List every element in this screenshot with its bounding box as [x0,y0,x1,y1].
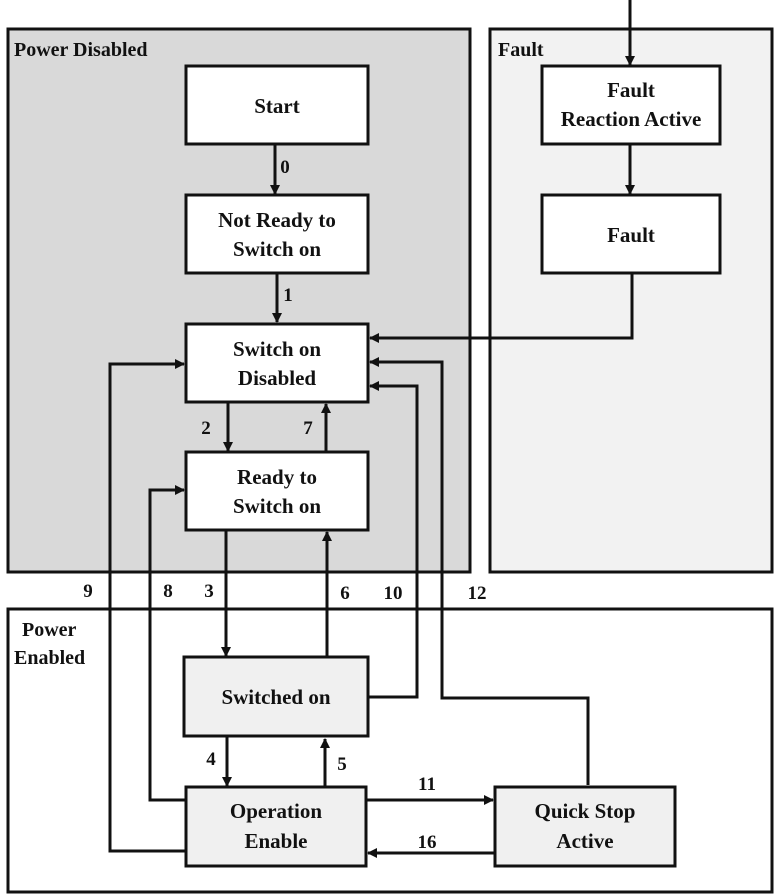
edge-8 [148,485,186,802]
state-operation-enable: Operation Enable [184,785,368,868]
state-quick-stop-active: Quick Stop Active [493,785,677,868]
transition-label-16: 16 [418,832,437,853]
state-start: Start [184,64,370,146]
state-ready-label-line1: Ready to [237,465,317,489]
state-fault-reaction-label-line1: Fault [607,78,655,102]
state-ready-to-switch-on: Ready to Switch on [184,450,370,532]
state-operation-enable-label-line1: Operation [230,799,322,823]
state-quick-stop-label-line1: Quick Stop [535,799,636,823]
transition-label-1: 1 [283,285,293,306]
state-fault-reaction-active: Fault Reaction Active [540,64,722,146]
transition-label-12: 12 [468,583,487,604]
transition-label-0: 0 [280,157,290,178]
edge-10 [368,381,419,699]
transition-label-9: 9 [83,581,93,602]
transition-label-3: 3 [204,581,214,602]
state-start-label: Start [254,94,300,118]
edge-fault-to-switch-on-disabled [369,273,634,343]
edge-9 [108,359,186,853]
transition-label-2: 2 [201,418,211,439]
power-enabled-label-line1: Power [22,619,77,641]
edge-12 [369,357,590,785]
state-fault-reaction-label-line2: Reaction Active [561,107,702,131]
state-not-ready-label-line2: Switch on [233,237,321,261]
state-fault-label: Fault [607,223,655,247]
power-disabled-label: Power Disabled [14,39,148,61]
transition-label-6: 6 [340,583,350,604]
fault-region-label: Fault [498,39,544,61]
state-operation-enable-label-line2: Enable [244,829,307,853]
power-enabled-label-line2: Enabled [14,647,85,669]
state-quick-stop-label-line2: Active [556,829,613,853]
transition-label-7: 7 [303,418,313,439]
transition-label-8: 8 [163,581,173,602]
transition-label-4: 4 [206,749,216,770]
transition-label-5: 5 [337,754,347,775]
state-switched-on-label: Switched on [221,685,330,709]
state-not-ready-label-line1: Not Ready to [218,208,336,232]
state-switch-on-disabled-label-line2: Disabled [238,366,317,390]
state-switch-on-disabled-label-line1: Switch on [233,337,321,361]
state-switch-on-disabled: Switch on Disabled [184,322,370,404]
transition-label-11: 11 [418,774,436,795]
state-ready-label-line2: Switch on [233,494,321,518]
transition-label-10: 10 [384,583,403,604]
state-switched-on: Switched on [182,655,370,738]
state-fault: Fault [540,193,722,275]
state-not-ready-to-switch-on: Not Ready to Switch on [184,193,370,275]
